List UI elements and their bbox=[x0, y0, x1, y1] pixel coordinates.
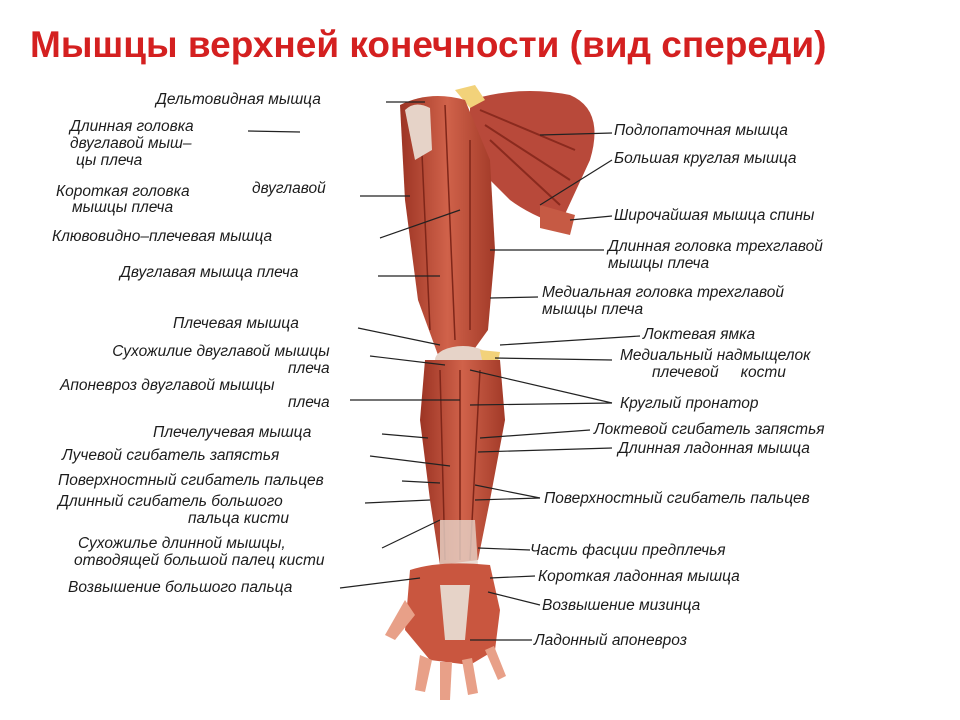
label-line: Сухожилие двуглавой мышцы bbox=[112, 343, 330, 360]
label-line: мышцы плеча bbox=[542, 301, 644, 318]
label-hypothenar-eminence: Возвышение мизинца bbox=[542, 597, 701, 614]
label-line: мышцы плеча bbox=[608, 255, 710, 272]
label-brachialis: Плечевая мышца bbox=[173, 315, 299, 332]
label-line: Медиальная головка трехглавой bbox=[542, 284, 784, 301]
label-triceps-medial-head: Медиальная головка трехглавой мышцы плеч… bbox=[542, 284, 784, 318]
label-biceps: Двуглавая мышца плеча bbox=[120, 264, 299, 281]
label-line: отводящей большой палец кисти bbox=[74, 552, 325, 569]
label-biceps-tendon: Сухожилие двуглавой мышцы плеча bbox=[58, 343, 330, 377]
label-biceps-short-head-2: мышцы плеча bbox=[72, 199, 174, 216]
label-triceps-long-head: Длинная головка трехглавой мышцы плеча bbox=[608, 238, 823, 272]
label-latissimus-dorsi: Широчайшая мышца спины bbox=[614, 207, 815, 224]
label-word: кости bbox=[740, 364, 786, 381]
label-flexor-carpi-ulnaris: Локтевой сгибатель запястья bbox=[594, 421, 825, 438]
label-palmaris-longus: Длинная ладонная мышца bbox=[618, 440, 810, 457]
label-biceps-aponeurosis: Апоневроз двуглавой мышцы плеча bbox=[60, 377, 330, 411]
label-palmar-aponeurosis: Ладонный апоневроз bbox=[534, 632, 687, 649]
label-line: цы плеча bbox=[76, 152, 143, 169]
label-line: Апоневроз двуглавой мышцы bbox=[60, 377, 275, 394]
label-pronator-teres: Круглый пронатор bbox=[620, 395, 759, 412]
label-cubital-fossa: Локтевая ямка bbox=[643, 326, 756, 343]
label-line: пальца кисти bbox=[188, 510, 290, 527]
upper-arm-muscles bbox=[400, 96, 495, 355]
label-flexor-digitorum-superficialis-left: Поверхностный сгибатель пальцев bbox=[58, 472, 324, 489]
label-line: Сухожилье длинной мышцы, bbox=[78, 535, 286, 552]
label-line: плеча bbox=[288, 394, 330, 411]
label-line: двуглавой мыш– bbox=[70, 135, 192, 152]
label-deltoid: Дельтовидная мышца bbox=[156, 91, 321, 108]
label-teres-major: Большая круглая мышца bbox=[614, 150, 797, 167]
forearm-muscles bbox=[420, 360, 505, 565]
label-brachioradialis: Плечелучевая мышца bbox=[153, 424, 312, 441]
label-medial-epicondyle: Медиальный надмыщелок плечевой кости bbox=[620, 347, 810, 381]
label-thenar-eminence: Возвышение большого пальца bbox=[68, 579, 293, 596]
hand bbox=[385, 563, 506, 700]
label-word: плечевой bbox=[652, 364, 719, 381]
label-flexor-pollicis-longus: Длинный сгибатель большого пальца кисти bbox=[58, 493, 289, 527]
label-line: Длинный сгибатель большого bbox=[58, 493, 283, 510]
shoulder-muscles bbox=[455, 85, 595, 235]
leader-lines bbox=[247, 101, 641, 641]
label-abductor-pollicis-longus-tendon: Сухожилье длинной мышцы, отводящей больш… bbox=[74, 535, 325, 569]
label-biceps-short-head-1b: двуглавой bbox=[252, 180, 326, 197]
label-line: Длинная головка трехглавой bbox=[608, 238, 823, 255]
page-title: Мышцы верхней конечности (вид спереди) bbox=[30, 24, 827, 65]
label-palmaris-brevis: Короткая ладонная мышца bbox=[538, 568, 740, 585]
label-line: плечевой кости bbox=[620, 364, 810, 381]
label-line: плеча bbox=[288, 360, 330, 377]
label-biceps-short-head-1: Короткая головка bbox=[56, 183, 190, 200]
label-forearm-fascia: Часть фасции предплечья bbox=[530, 542, 726, 559]
label-line: Длинная головка bbox=[70, 118, 194, 135]
label-biceps-long-head: Длинная головка двуглавой мыш– цы плеча bbox=[70, 118, 194, 169]
label-flexor-carpi-radialis: Лучевой сгибатель запястья bbox=[62, 447, 280, 464]
label-subscapularis: Подлопаточная мышца bbox=[614, 122, 788, 139]
label-coracobrachialis: Клювовидно–плечевая мышца bbox=[52, 228, 273, 245]
label-flexor-digitorum-superficialis-right: Поверхностный сгибатель пальцев bbox=[544, 490, 810, 507]
label-line: Медиальный надмыщелок bbox=[620, 347, 811, 364]
